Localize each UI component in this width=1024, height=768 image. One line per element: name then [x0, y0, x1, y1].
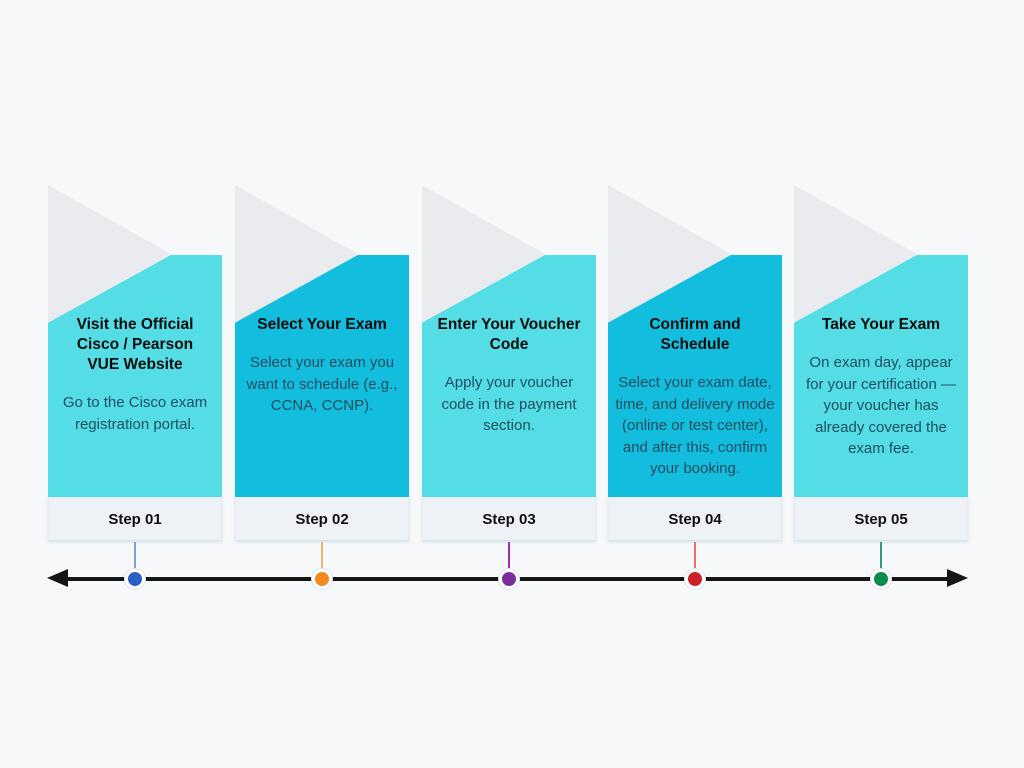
step-card-03: Enter Your Voucher Code Apply your vouch…: [422, 185, 596, 605]
timeline-dot: [685, 569, 705, 589]
timeline-dot: [312, 569, 332, 589]
connector-line: [694, 542, 696, 574]
step-description: Apply your voucher code in the payment s…: [441, 374, 577, 434]
step-description: Select your exam you want to schedule (e…: [246, 354, 398, 414]
connector-line: [321, 542, 323, 574]
connector-line: [134, 542, 136, 574]
timeline-dot: [125, 569, 145, 589]
arrow-left-icon: [47, 569, 68, 587]
step-description: On exam day, appear for your certificati…: [805, 354, 957, 457]
step-title: Select Your Exam: [257, 316, 387, 333]
step-title: Enter Your Voucher Code: [437, 316, 581, 353]
step-card-01: Visit the Official Cisco / Pearson VUE W…: [48, 185, 222, 605]
step-label: Step 02: [235, 497, 409, 541]
timeline-dot: [871, 569, 891, 589]
timeline-dot: [499, 569, 519, 589]
arrow-right-icon: [947, 569, 968, 587]
step-title: Visit the Official Cisco / Pearson VUE W…: [76, 316, 194, 373]
step-card-02: Select Your Exam Select your exam you wa…: [235, 185, 409, 605]
step-title: Take Your Exam: [821, 316, 941, 333]
connector-line: [508, 542, 510, 574]
step-card-body: Take Your Exam On exam day, appear for y…: [794, 255, 968, 497]
step-card-05: Take Your Exam On exam day, appear for y…: [794, 185, 968, 605]
step-label: Step 01: [48, 497, 222, 541]
step-label: Step 03: [422, 497, 596, 541]
step-label: Step 04: [608, 497, 782, 541]
step-description: Go to the Cisco exam registration portal…: [62, 394, 208, 433]
connector-line: [880, 542, 882, 574]
step-title: Confirm and Schedule: [649, 316, 741, 353]
step-card-body: Select Your Exam Select your exam you wa…: [235, 255, 409, 497]
step-label: Step 05: [794, 497, 968, 541]
step-card-04: Confirm and Schedule Select your exam da…: [608, 185, 782, 605]
step-description: Select your exam date, time, and deliver…: [615, 374, 775, 477]
